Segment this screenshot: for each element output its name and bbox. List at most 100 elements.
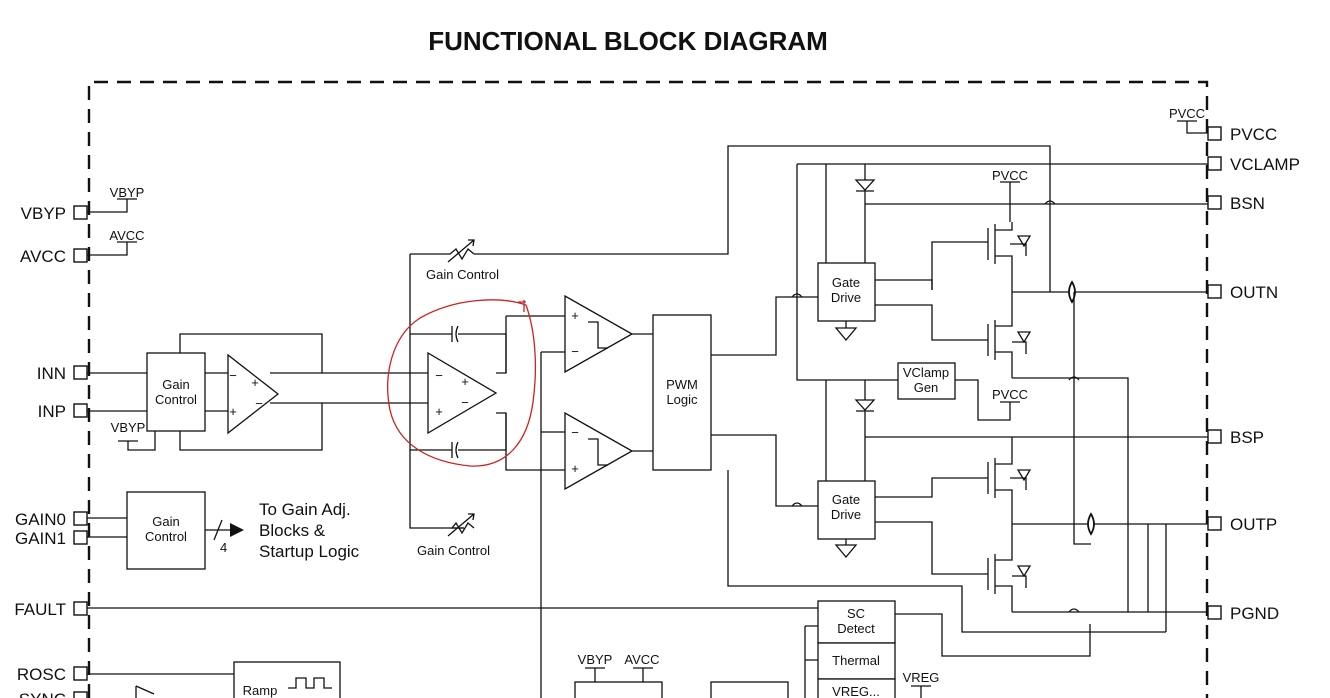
vclamp-gen-line1: VClamp [903,365,949,380]
pin-fault-label: FAULT [14,600,66,619]
gain-bus-arrowhead [230,523,244,537]
pin-sync: SYNC [19,690,88,698]
pin-avcc: AVCC AVCC [20,228,145,266]
ramp-label: Ramp [243,683,278,698]
bootstrap-diode-top [854,164,1208,263]
preamp-output-wires [322,372,428,404]
int-to-comp-wires [534,315,565,471]
rail-pvcc-mid-label: PVCC [992,387,1028,402]
preamp-plus-sign-b: + [229,404,237,419]
integrator-minus-sign-b: − [461,395,469,410]
gate-drive-bottom-line2: Drive [831,507,861,522]
pin-inn-label: INN [37,364,66,383]
pwm-to-gate-bottom [711,434,818,507]
pwm-to-gate-top [711,296,818,356]
ramp-bus [540,351,565,698]
rail-vbyp-mid-label: VBYP [111,420,146,435]
gain-select-inputs [87,517,127,538]
pin-vbyp: VBYP VBYP [21,185,145,223]
pin-vclamp-label: VCLAMP [1230,155,1300,174]
pin-gain1-label: GAIN1 [15,529,66,548]
bias-avcc-label: AVCC [624,652,659,667]
pin-bsp-label: BSP [1230,428,1264,447]
pin-outp-label: OUTP [1230,515,1277,534]
pin-bsn: BSN [1207,194,1265,213]
gate-drive-bottom-ground [834,539,858,559]
preamp-opamp: + − + − [227,353,280,435]
pin-outn: OUTN [1207,283,1278,302]
integrator-plus-sign: + [461,374,469,389]
gain-note-line2: Blocks & [259,521,326,540]
ramp-block: Ramp [233,661,341,698]
vreg-block-label: VREG... [832,684,880,698]
sc-detect-block: SC Detect [817,600,896,644]
pwm-logic-line2: Logic [666,392,698,407]
integrator-cap-bottom [410,412,507,459]
integrator-out-split [505,413,541,471]
pin-sync-label: SYNC [19,690,66,698]
pin-inn: INN [37,364,88,383]
pin-pvcc: PVCC PVCC [1169,106,1277,144]
pin-rosc-label: ROSC [17,665,66,684]
gain-note-line1: To Gain Adj. [259,500,351,519]
comparator-top: + − [564,294,634,374]
sc-bus [804,625,818,698]
integrator-minus-sign: − [435,368,443,383]
bias-block-partial: VBYP AVCC [574,652,663,698]
mosfet-high-p [875,437,1032,524]
pin-gain0-label: GAIN0 [15,510,66,529]
chip-boundary [87,80,1209,698]
rail-pvcc-upper-label: PVCC [992,168,1028,183]
comparator-top-minus: − [571,344,579,359]
gain-control-bottom-label: Gain Control [417,543,490,558]
comparator-bottom-plus: + [571,461,579,476]
pin-pgnd-label: PGND [1230,604,1279,623]
input-gain-control-line2: Control [155,392,197,407]
comparator-top-plus: + [571,308,579,323]
gain-select-line1: Gain [152,514,179,529]
gain-control-top-label: Gain Control [426,267,499,282]
pin-vclamp: VCLAMP [1207,155,1300,174]
bias-vbyp-label: VBYP [578,652,613,667]
preamp-minus-sign-b: − [229,368,237,383]
vclamp-gen-pvcc [955,379,1020,421]
pin-gain0: GAIN0 [15,510,88,529]
pgnd-n [1012,377,1129,612]
preamp-feedback-top [179,333,323,374]
integrator-out-top [505,315,534,373]
comparator-bottom-minus: − [571,425,579,440]
sync-buffer [135,685,155,698]
integrator-left-rail [409,254,464,529]
pin-vbyp-label: VBYP [21,204,66,223]
pwm-logic-line1: PWM [666,377,698,392]
pin-outn-label: OUTN [1230,283,1278,302]
gain-bus-width: 4 [220,540,227,555]
wire-crossovers [791,200,1080,613]
gain-to-preamp-wires [205,372,228,412]
rail-vbyp-label: VBYP [110,185,145,200]
preamp-minus-sign: − [255,396,263,411]
pin-pgnd: PGND [1207,604,1279,623]
pin-gain1: GAIN1 [15,529,88,548]
pwm-logic-block: PWM Logic [652,314,712,471]
gate-drive-top-block: Gate Drive [817,262,876,322]
gate-drive-top-line1: Gate [832,275,860,290]
mosfet-low-n [875,292,1032,378]
gate-top-to-high [875,279,933,290]
input-gain-control-block: Gain Control [146,352,206,432]
gate-drive-top-ground [834,321,858,342]
ferrite-outp [1087,512,1095,536]
pin-inp-label: INP [38,402,66,421]
integrator-opamp: − + + − [427,351,498,435]
comp-to-pwm-wires [632,333,653,452]
vclamp-gen-line2: Gen [914,380,939,395]
gain-control-resistor-top: Gain Control [410,239,499,282]
sc-detect-line2: Detect [837,621,875,636]
vbyp-gain-wire [118,431,156,451]
gate-drive-bottom-block: Gate Drive [817,480,876,540]
preamp-feedback-bottom [179,402,323,451]
preamp-plus-sign: + [251,375,259,390]
diagram-title: FUNCTIONAL BLOCK DIAGRAM [428,26,828,56]
